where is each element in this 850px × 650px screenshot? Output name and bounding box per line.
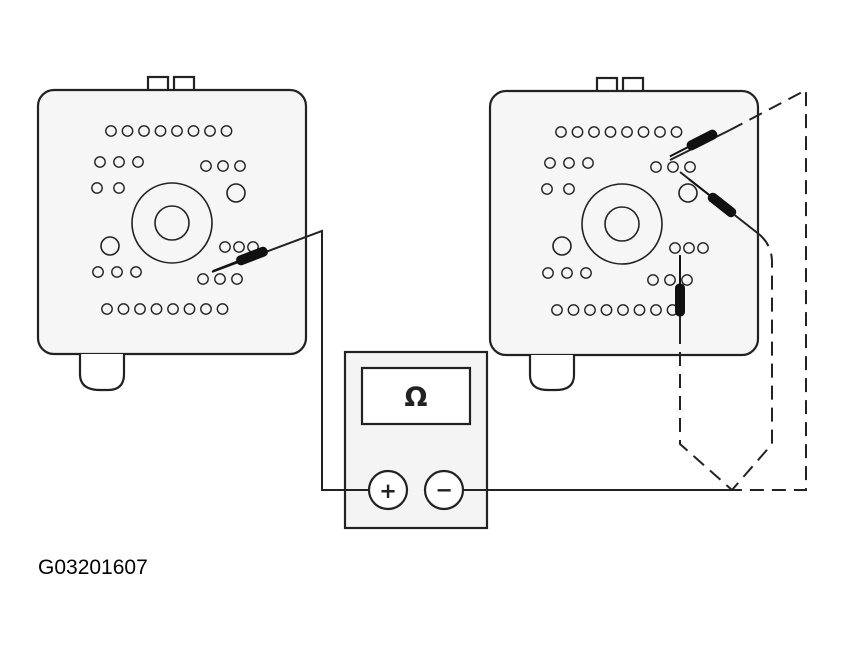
pin-hole bbox=[584, 304, 596, 316]
pin-hole bbox=[219, 241, 231, 253]
pin-hole bbox=[231, 273, 243, 285]
pin-hole bbox=[183, 303, 196, 315]
dashed-lead bbox=[731, 234, 773, 491]
pin-hole bbox=[130, 266, 142, 278]
right-probe-middle bbox=[688, 178, 737, 218]
pin-hole bbox=[563, 183, 575, 195]
pin-hole bbox=[134, 303, 146, 315]
pin-hole bbox=[113, 182, 125, 194]
pin-hole bbox=[670, 126, 683, 138]
right-connector-latch bbox=[528, 355, 576, 392]
left-connector-body bbox=[36, 88, 308, 356]
pin-hole bbox=[217, 160, 229, 172]
pin-hole bbox=[92, 266, 104, 278]
right-connector bbox=[488, 76, 760, 392]
pin-hole bbox=[600, 304, 613, 316]
pin-hole bbox=[113, 156, 125, 168]
pin-hole bbox=[234, 160, 246, 172]
pin-hole bbox=[167, 303, 179, 315]
pin-hole bbox=[654, 126, 666, 138]
pin-hole bbox=[541, 183, 553, 195]
pin-hole bbox=[551, 304, 563, 316]
pin-hole bbox=[621, 126, 633, 138]
pin-hole bbox=[154, 125, 167, 137]
pin-hole bbox=[544, 157, 556, 169]
pin-hole bbox=[216, 303, 229, 315]
pin-hole bbox=[200, 303, 212, 315]
probe-icon bbox=[212, 129, 737, 317]
pin-hole bbox=[117, 303, 130, 315]
right-probe-upper bbox=[669, 129, 718, 158]
pin-hole bbox=[582, 157, 594, 169]
pin-hole bbox=[669, 242, 681, 254]
pin-hole bbox=[588, 126, 600, 138]
left-connector-center-ring bbox=[131, 182, 213, 264]
pin-hole bbox=[138, 125, 150, 137]
left-probe bbox=[212, 246, 268, 272]
pin-hole bbox=[132, 156, 144, 168]
pin-hole bbox=[681, 274, 693, 286]
positive-terminal-label: + bbox=[379, 479, 397, 503]
right-connector-body bbox=[488, 89, 760, 357]
pin-hole bbox=[94, 156, 106, 168]
dashed-lead bbox=[679, 330, 733, 491]
pin-hole bbox=[220, 125, 233, 137]
right-connector-big-terminal bbox=[678, 183, 698, 203]
negative-terminal-label: − bbox=[435, 478, 453, 502]
right-probe-lower bbox=[675, 256, 685, 317]
pin-hole bbox=[542, 267, 554, 279]
pin-hole bbox=[637, 126, 650, 138]
left-connector-big-terminal bbox=[100, 236, 120, 256]
pin-hole bbox=[121, 125, 134, 137]
left-connector-big-terminal bbox=[226, 183, 246, 203]
pin-hole bbox=[633, 304, 646, 316]
pin-hole bbox=[91, 182, 103, 194]
ohmmeter-display-symbol: Ω bbox=[405, 382, 428, 413]
pin-hole bbox=[683, 242, 695, 254]
ohmmeter-icon bbox=[343, 350, 489, 530]
right-connector-center-ring bbox=[604, 206, 640, 242]
left-connector-center-ring bbox=[154, 205, 190, 241]
pin-hole bbox=[150, 303, 163, 315]
left-connector-latch bbox=[78, 354, 126, 392]
alternate-test-leads bbox=[679, 88, 807, 491]
pin-hole bbox=[697, 242, 709, 254]
pin-hole bbox=[105, 125, 117, 137]
pin-hole bbox=[171, 125, 183, 137]
pin-hole bbox=[650, 161, 662, 173]
pin-hole bbox=[604, 126, 617, 138]
pin-hole bbox=[580, 267, 592, 279]
pin-hole bbox=[197, 273, 209, 285]
right-connector-center-ring bbox=[581, 183, 663, 265]
pin-hole bbox=[101, 303, 113, 315]
pin-hole bbox=[233, 241, 245, 253]
right-connector-big-terminal bbox=[552, 236, 572, 256]
pin-hole bbox=[664, 274, 676, 286]
pin-hole bbox=[684, 161, 696, 173]
pin-hole bbox=[561, 267, 573, 279]
pin-hole bbox=[187, 125, 200, 137]
pin-hole bbox=[667, 161, 679, 173]
pin-hole bbox=[214, 273, 226, 285]
pin-hole bbox=[617, 304, 629, 316]
pin-hole bbox=[555, 126, 567, 138]
pin-hole bbox=[650, 304, 662, 316]
left-connector bbox=[36, 75, 308, 392]
pin-hole bbox=[563, 157, 575, 169]
pin-hole bbox=[567, 304, 580, 316]
ohmmeter-display bbox=[360, 366, 472, 426]
pin-hole bbox=[204, 125, 216, 137]
pin-hole bbox=[111, 266, 123, 278]
pin-hole bbox=[571, 126, 584, 138]
figure-id-label: G03201607 bbox=[38, 556, 148, 579]
pin-hole bbox=[200, 160, 212, 172]
pin-hole bbox=[647, 274, 659, 286]
